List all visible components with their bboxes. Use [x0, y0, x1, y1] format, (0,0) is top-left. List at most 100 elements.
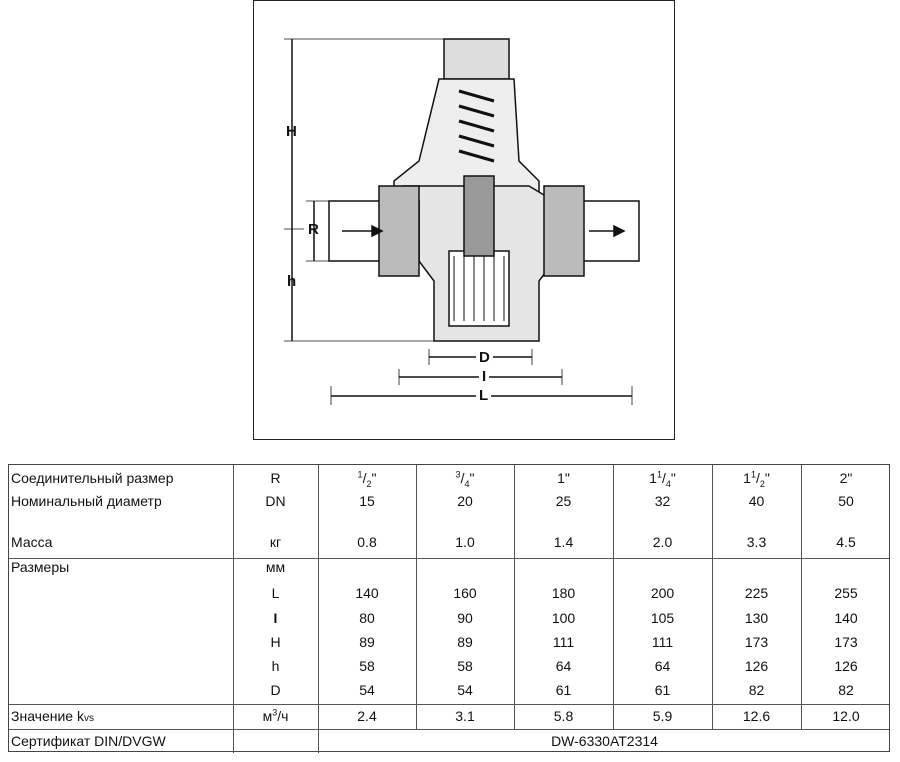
text: " [371, 470, 377, 486]
value-cell: 1" [557, 470, 570, 486]
row-label: Соединительный размер [11, 470, 174, 486]
column-divider [416, 465, 417, 729]
value-cell: 32 [654, 493, 671, 509]
value-cell: 12.6 [742, 708, 771, 724]
row-unit: R [270, 470, 281, 486]
value-cell: 61 [555, 682, 572, 698]
fraction-numerator: 3 [455, 469, 461, 480]
text: " [670, 470, 676, 486]
value-cell: 15 [359, 493, 375, 509]
value-cell: 5.8 [553, 708, 574, 724]
value-cell: 0.8 [357, 534, 377, 550]
value-cell: 58 [359, 658, 375, 674]
row-unit: D [270, 682, 281, 698]
value-cell: 105 [650, 610, 675, 626]
value-cell: 89 [359, 634, 375, 650]
fraction-denominator: 4 [464, 478, 470, 489]
value-cell: 1.4 [553, 534, 574, 550]
superscript: 3 [272, 707, 278, 718]
value-cell: 225 [744, 585, 769, 601]
value-cell: 180 [551, 585, 576, 601]
fraction-numerator: 1 [357, 469, 363, 480]
text: м [262, 708, 273, 724]
value-cell: 2" [839, 470, 853, 486]
fraction-denominator: 4 [665, 478, 671, 489]
certificate-value: DW-6330AT2314 [551, 733, 658, 749]
text: /ч [277, 708, 289, 724]
value-cell: 82 [838, 682, 854, 698]
value-cell: 111 [552, 634, 575, 650]
value-cell: 111 [651, 634, 674, 650]
value-cell: 140 [355, 585, 379, 601]
row-unit: мм [265, 559, 286, 575]
column-divider [514, 465, 515, 729]
row-divider [9, 558, 889, 559]
value-cell: 5.9 [652, 708, 673, 724]
text: vs [83, 713, 94, 724]
value-cell: 1/2" [357, 469, 377, 489]
value-cell: 64 [654, 658, 671, 674]
valve-drawing [284, 38, 640, 405]
value-cell: 40 [748, 493, 765, 509]
value-cell: 82 [748, 682, 765, 698]
fraction-denominator: 2 [366, 478, 372, 489]
value-cell: 100 [551, 610, 576, 626]
value-cell: 126 [834, 658, 858, 674]
text: 1 [743, 470, 751, 486]
row-unit: кг [269, 534, 282, 550]
row-label: Размеры [11, 559, 70, 575]
dim-label-D: D [476, 349, 493, 366]
value-cell: 90 [457, 610, 473, 626]
text: " [764, 470, 770, 486]
value-cell: 126 [744, 658, 769, 674]
row-unit: м3/ч [233, 708, 318, 724]
value-cell: 160 [453, 585, 477, 601]
value-cell: 12.0 [832, 708, 860, 724]
text: " [469, 470, 475, 486]
fraction-numerator: 1 [750, 469, 756, 480]
row-unit: h [271, 658, 280, 674]
value-cell: 2.0 [652, 534, 673, 550]
value-cell: 25 [555, 493, 572, 509]
dim-label-L: L [476, 387, 492, 404]
text: 1 [649, 470, 657, 486]
value-cell: 11/4" [649, 469, 676, 489]
column-divider [233, 465, 234, 753]
dim-label-R: R [308, 221, 319, 238]
value-cell: 130 [744, 610, 769, 626]
value-cell: 20 [457, 493, 473, 509]
column-divider [318, 465, 319, 753]
column-divider [712, 465, 713, 729]
column-divider [613, 465, 614, 729]
column-divider [801, 465, 802, 729]
row-unit: L [271, 585, 280, 601]
value-cell: 1.0 [455, 534, 475, 550]
value-cell: 3.3 [746, 534, 767, 550]
dim-label-h: h [287, 273, 297, 290]
value-cell: 3.1 [455, 708, 475, 724]
value-cell: 4.5 [836, 534, 856, 550]
dim-label-I: I [479, 368, 490, 385]
value-cell: 200 [650, 585, 675, 601]
value-cell: 64 [555, 658, 572, 674]
row-divider [9, 704, 889, 705]
valve-cross-section-diagram: H R h D I L [253, 0, 675, 440]
value-cell: 50 [838, 493, 854, 509]
row-divider [9, 729, 889, 730]
row-unit: H [270, 634, 281, 650]
value-cell: 54 [457, 682, 473, 698]
value-cell: 173 [744, 634, 769, 650]
certificate-label: Сертификат DIN/DVGW [11, 733, 166, 749]
row-label: Номинальный диаметр [11, 493, 162, 509]
text: Значение k [11, 708, 84, 724]
fraction-denominator: 2 [759, 478, 765, 489]
row-unit: I [273, 610, 278, 626]
value-cell: 140 [834, 610, 858, 626]
value-cell: 58 [457, 658, 473, 674]
value-cell: 3/4" [455, 469, 475, 489]
value-cell: 255 [834, 585, 858, 601]
value-cell: 2.4 [357, 708, 377, 724]
fraction-numerator: 1 [656, 469, 662, 480]
row-label: Значение kvs [11, 708, 94, 724]
